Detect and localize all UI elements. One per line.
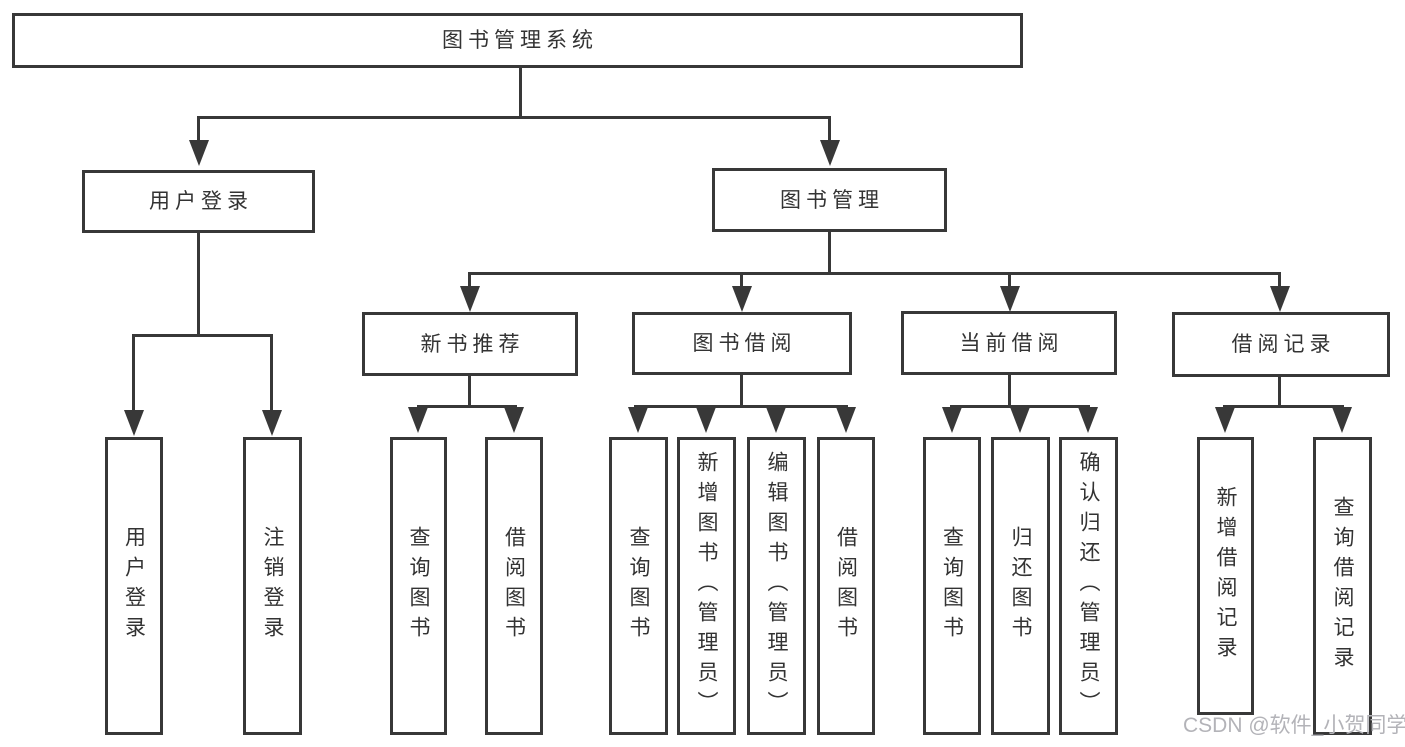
leaf-add-borrow-record: 新增借阅记录 — [1197, 437, 1254, 715]
connector-book-management-stem — [828, 232, 831, 275]
leaf-logout-label: 注销登录 — [261, 526, 284, 646]
connector-root-hline — [197, 116, 831, 119]
leaf-logout: 注销登录 — [243, 437, 302, 735]
connector-root-stem — [519, 68, 522, 119]
node-root: 图书管理系统 — [12, 13, 1023, 68]
connector-drop-new-book-recommend — [468, 272, 471, 288]
connector-drop-leaf-user-login — [132, 334, 135, 412]
leaf-query-books-borrowing: 查询图书 — [609, 437, 668, 735]
arrow-to-leaf-borrow-books — [836, 407, 856, 433]
connector-book-management-hline — [468, 272, 1281, 275]
connector-user-login-hline — [132, 334, 273, 337]
arrow-to-leaf-add-borrow-record — [1215, 407, 1235, 433]
node-book-management: 图书管理 — [712, 168, 947, 232]
connector-drop-borrow-records — [1278, 272, 1281, 288]
leaf-user-login-label: 用户登录 — [122, 526, 146, 646]
arrow-to-borrow-records — [1270, 286, 1290, 312]
connector-drop-book-borrowing — [740, 272, 743, 288]
leaf-confirm-return-admin-label: 确认归还（管理员） — [1077, 451, 1100, 721]
node-user-login-label: 用户登录 — [149, 190, 253, 213]
arrow-to-leaf-query-borrow-record — [1332, 407, 1352, 433]
connector-borrow-records-stem — [1278, 377, 1281, 408]
leaf-user-login: 用户登录 — [105, 437, 163, 735]
node-book-borrowing: 图书借阅 — [632, 312, 852, 375]
leaf-query-books-current: 查询图书 — [923, 437, 981, 735]
node-new-book-recommend: 新书推荐 — [362, 312, 578, 376]
node-current-borrowing: 当前借阅 — [901, 311, 1117, 375]
leaf-query-borrow-record: 查询借阅记录 — [1313, 437, 1372, 735]
arrow-to-leaf-query-books-current — [942, 407, 962, 433]
connector-new-book-recommend-stem — [468, 376, 471, 408]
arrow-to-leaf-query-books-borrowing — [628, 407, 648, 433]
leaf-return-books: 归还图书 — [991, 437, 1050, 735]
arrow-to-user-login — [189, 140, 209, 166]
node-new-book-recommend-label: 新书推荐 — [420, 332, 525, 356]
leaf-query-books-recommend: 查询图书 — [390, 437, 447, 735]
node-root-label: 图书管理系统 — [442, 29, 598, 52]
connector-current-borrowing-hline — [950, 405, 1090, 408]
leaf-borrow-books-recommend: 借阅图书 — [485, 437, 543, 735]
arrow-to-leaf-user-login — [124, 410, 144, 436]
connector-current-borrowing-stem — [1008, 375, 1011, 408]
arrow-to-new-book-recommend — [460, 286, 480, 312]
node-user-login: 用户登录 — [82, 170, 315, 233]
arrow-to-leaf-add-books-admin — [696, 407, 716, 433]
connector-drop-book-management — [828, 116, 831, 142]
arrow-to-leaf-confirm-return-admin — [1078, 407, 1098, 433]
node-current-borrowing-label: 当前借阅 — [959, 331, 1064, 355]
node-book-borrowing-label: 图书借阅 — [692, 332, 797, 355]
connector-drop-leaf-logout — [270, 334, 273, 412]
connector-drop-current-borrowing — [1008, 272, 1011, 288]
leaf-add-books-admin: 新增图书（管理员） — [677, 437, 736, 735]
leaf-query-books-borrowing-label: 查询图书 — [627, 526, 650, 646]
arrow-to-leaf-return-books — [1010, 407, 1030, 433]
leaf-query-books-current-label: 查询图书 — [940, 526, 964, 646]
arrow-to-current-borrowing — [1000, 286, 1020, 312]
arrow-to-leaf-query-books-recommend — [408, 407, 428, 433]
connector-new-book-recommend-hline — [417, 405, 517, 408]
leaf-borrow-books-label: 借阅图书 — [834, 526, 858, 646]
leaf-query-books-recommend-label: 查询图书 — [407, 526, 430, 646]
connector-book-borrowing-stem — [740, 375, 743, 408]
leaf-edit-books-admin-label: 编辑图书（管理员） — [765, 451, 788, 721]
leaf-add-books-admin-label: 新增图书（管理员） — [695, 451, 718, 721]
node-borrow-records-label: 借阅记录 — [1231, 333, 1336, 356]
leaf-query-borrow-record-label: 查询借阅记录 — [1331, 496, 1354, 676]
csdn-watermark: CSDN @软件_小贺同学 — [1183, 714, 1405, 737]
leaf-add-borrow-record-label: 新增借阅记录 — [1214, 486, 1237, 666]
leaf-edit-books-admin: 编辑图书（管理员） — [747, 437, 806, 735]
connector-user-login-stem — [197, 233, 200, 337]
leaf-return-books-label: 归还图书 — [1009, 526, 1032, 646]
leaf-borrow-books: 借阅图书 — [817, 437, 875, 735]
connector-book-borrowing-hline — [634, 405, 848, 408]
connector-borrow-records-hline — [1223, 405, 1344, 408]
node-book-management-label: 图书管理 — [780, 188, 884, 212]
arrow-to-book-borrowing — [732, 286, 752, 312]
leaf-confirm-return-admin: 确认归还（管理员） — [1059, 437, 1118, 735]
arrow-to-leaf-borrow-books-recommend — [504, 407, 524, 433]
arrow-to-leaf-edit-books-admin — [766, 407, 786, 433]
arrow-to-book-management — [820, 140, 840, 166]
arrow-to-leaf-logout — [262, 410, 282, 436]
node-borrow-records: 借阅记录 — [1172, 312, 1390, 377]
leaf-borrow-books-recommend-label: 借阅图书 — [502, 526, 526, 646]
connector-drop-user-login — [197, 116, 200, 142]
